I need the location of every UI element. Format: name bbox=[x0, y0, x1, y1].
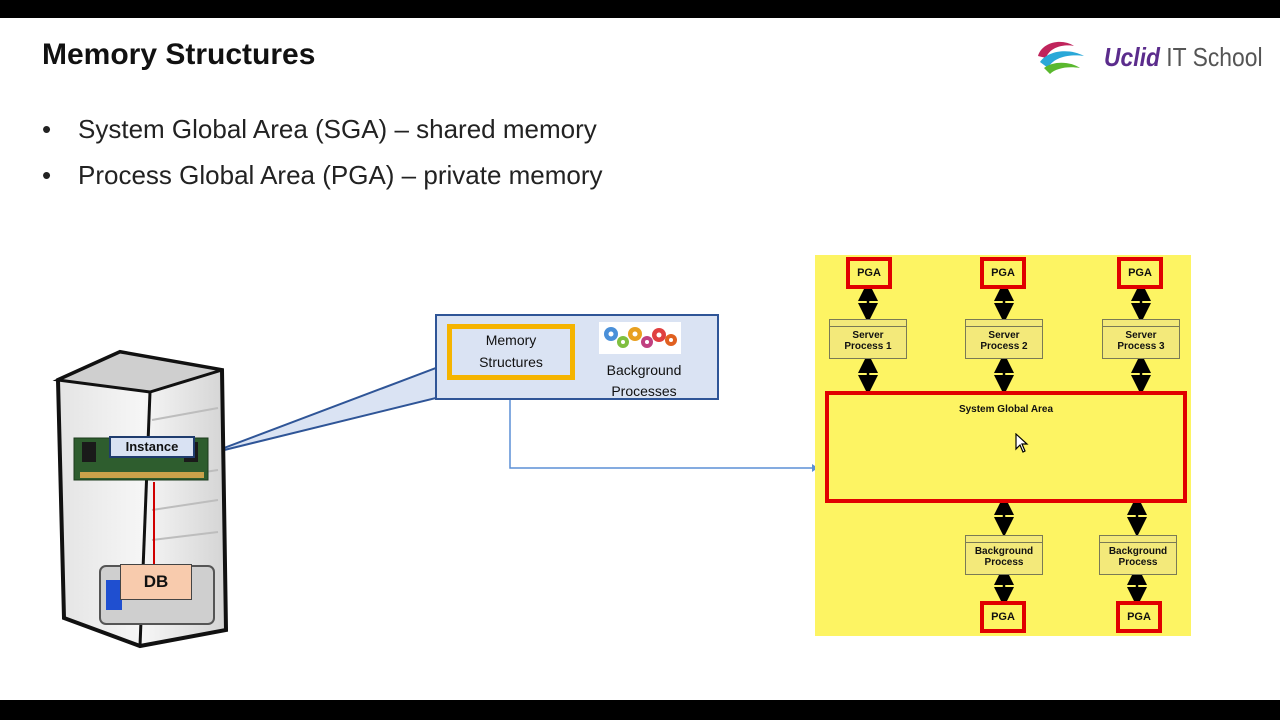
system-global-area-box: System Global Area bbox=[825, 391, 1187, 503]
bullet-list: System Global Area (SGA) – shared memory… bbox=[42, 114, 603, 206]
server-diagram bbox=[52, 349, 818, 649]
logo-text: Uclid IT School bbox=[1104, 42, 1263, 73]
bottom-letterbox bbox=[0, 700, 1280, 720]
memory-structures-line2: Structures bbox=[479, 354, 543, 370]
background-process-1-line1: Background bbox=[974, 546, 1034, 557]
server-process-3-line2: Process 3 bbox=[1117, 341, 1165, 352]
background-process-1-line2: Process bbox=[984, 557, 1024, 568]
server-process-1: Server Process 1 bbox=[829, 319, 907, 359]
pga-box-3: PGA bbox=[1117, 257, 1163, 289]
logo: Uclid IT School bbox=[1032, 36, 1263, 76]
instance-label: Instance bbox=[109, 436, 195, 458]
memory-sga-connector bbox=[509, 396, 812, 469]
background-process-1: Background Process bbox=[965, 535, 1043, 575]
background-line1: Background bbox=[606, 362, 682, 378]
memory-structures-line1: Memory bbox=[485, 332, 537, 348]
server-process-1-line2: Process 1 bbox=[844, 341, 892, 352]
gears-icon bbox=[599, 322, 681, 354]
background-process-2: Background Process bbox=[1099, 535, 1177, 575]
background-processes-label: Background Processes bbox=[589, 360, 699, 402]
bullet-sga: System Global Area (SGA) – shared memory bbox=[42, 114, 603, 160]
slide: Memory Structures Uclid IT School System… bbox=[0, 18, 1280, 700]
server-process-1-line1: Server bbox=[852, 330, 884, 341]
server-process-3-line1: Server bbox=[1125, 330, 1157, 341]
memory-structures-box: Memory Structures bbox=[447, 324, 575, 380]
architecture-panel: PGA PGA PGA Server Process 1 Server Proc… bbox=[815, 255, 1191, 636]
pga-box-5: PGA bbox=[1116, 601, 1162, 633]
background-line2: Processes bbox=[611, 383, 677, 399]
arrows bbox=[858, 281, 1151, 607]
db-label: DB bbox=[120, 564, 192, 600]
pga-box-4: PGA bbox=[980, 601, 1026, 633]
server-process-2-line2: Process 2 bbox=[980, 341, 1028, 352]
callout-box: Memory Structures Background Processes bbox=[435, 314, 719, 400]
mouse-cursor-icon bbox=[1015, 433, 1029, 453]
server-process-3: Server Process 3 bbox=[1102, 319, 1180, 359]
pga-box-2: PGA bbox=[980, 257, 1026, 289]
logo-rest: IT School bbox=[1159, 42, 1263, 72]
sga-title: System Global Area bbox=[958, 404, 1054, 415]
server-process-2: Server Process 2 bbox=[965, 319, 1043, 359]
background-process-2-line2: Process bbox=[1118, 557, 1158, 568]
server-process-2-line1: Server bbox=[988, 330, 1020, 341]
slide-title: Memory Structures bbox=[42, 38, 316, 71]
bullet-pga: Process Global Area (PGA) – private memo… bbox=[42, 160, 603, 206]
background-process-2-line1: Background bbox=[1108, 546, 1168, 557]
logo-swirl-icon bbox=[1038, 41, 1084, 74]
pga-box-1: PGA bbox=[846, 257, 892, 289]
callout-wedge bbox=[207, 366, 437, 455]
logo-brand: Uclid bbox=[1104, 42, 1160, 72]
